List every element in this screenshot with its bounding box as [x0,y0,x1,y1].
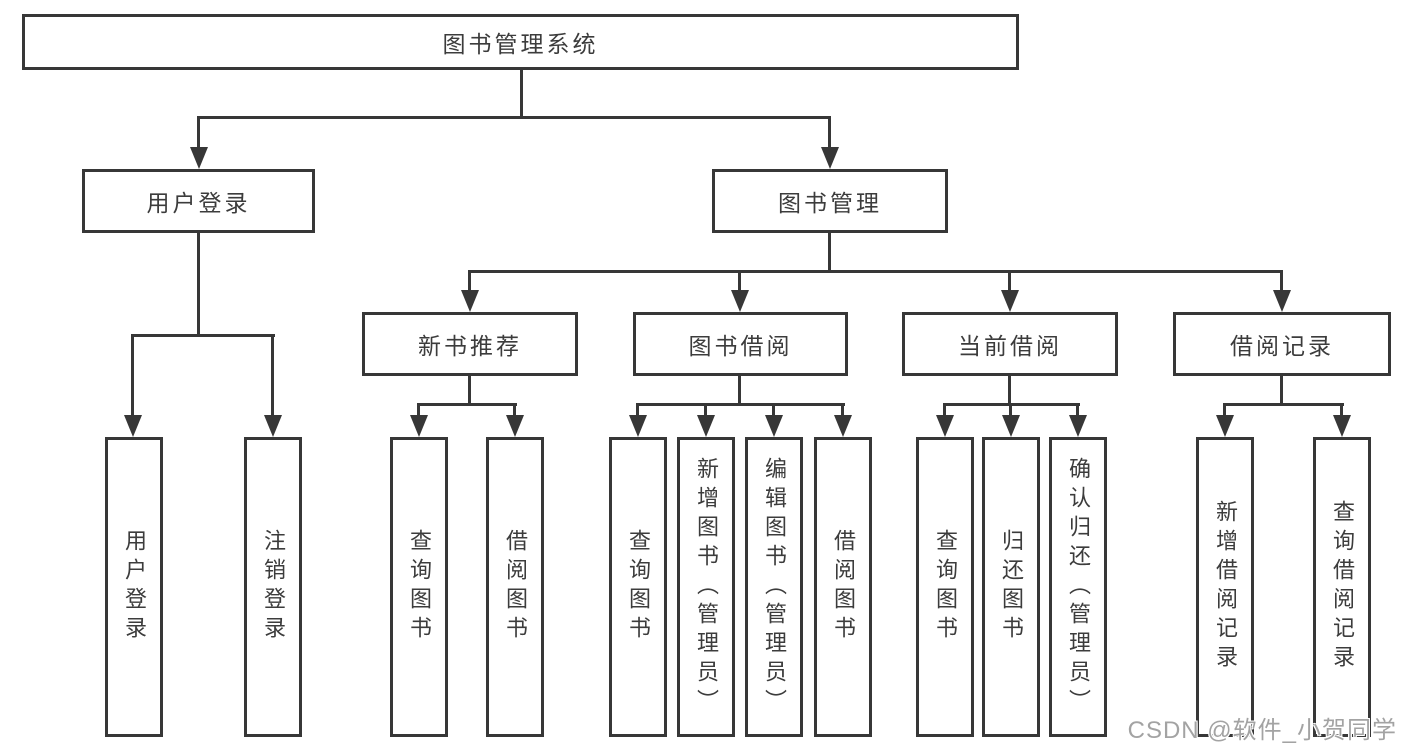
node-book-management: 图书管理 [712,169,948,233]
leaf-user-login: 用户登录 [105,437,163,737]
connector-line [1223,403,1226,415]
arrowhead [124,415,142,437]
node-new-book-recommend: 新书推荐 [362,312,578,376]
connector-line [1280,376,1283,406]
leaf-borrow-books-recommend: 借阅图书 [486,437,544,737]
leaf-confirm-return-admin: 确认归还（管理员） [1049,437,1107,737]
leaf-logout: 注销登录 [244,437,302,737]
arrowhead [697,415,715,437]
connector-line [1280,270,1283,292]
arrowhead [1069,415,1087,437]
connector-line [513,403,516,415]
node-book-borrowing: 图书借阅 [633,312,848,376]
connector-line [1009,403,1012,415]
leaf-return-books: 归还图书 [982,437,1040,737]
arrowhead [834,415,852,437]
arrowhead [765,415,783,437]
leaf-query-borrow-record: 查询借阅记录 [1313,437,1371,737]
arrowhead [1273,290,1291,312]
connector-line [271,334,274,415]
node-user-login: 用户登录 [82,169,315,233]
connector-line [841,403,844,415]
leaf-add-borrow-record: 新增借阅记录 [1196,437,1254,737]
connector-line [520,68,523,119]
connector-line [636,403,845,406]
connector-line [197,116,831,119]
arrowhead [190,147,208,169]
connector-line [704,403,707,415]
leaf-query-books-borrowing: 查询图书 [609,437,667,737]
node-current-borrowing: 当前借阅 [902,312,1118,376]
arrowhead [629,415,647,437]
arrowhead [821,147,839,169]
arrowhead [1333,415,1351,437]
leaf-query-books-recommend: 查询图书 [390,437,448,737]
connector-line [828,116,831,149]
leaf-add-book-admin: 新增图书（管理员） [677,437,735,737]
connector-line [468,376,471,406]
leaf-query-books-current: 查询图书 [916,437,974,737]
connector-line [468,270,1283,273]
connector-line [1340,403,1343,415]
connector-line [772,403,775,415]
connector-line [197,116,200,149]
connector-line [417,403,420,415]
connector-line [636,403,639,415]
connector-line [1076,403,1079,415]
node-borrowing-records: 借阅记录 [1173,312,1391,376]
connector-line [1008,376,1011,406]
connector-line [828,233,831,273]
arrowhead [1216,415,1234,437]
csdn-watermark: CSDN @软件_小贺同学 [1127,717,1397,744]
arrowhead [1001,290,1019,312]
node-library-system: 图书管理系统 [22,14,1019,70]
leaf-edit-book-admin: 编辑图书（管理员） [745,437,803,737]
connector-line [943,403,946,415]
leaf-borrow-books-borrowing: 借阅图书 [814,437,872,737]
connector-line [131,334,134,415]
connector-line [738,376,741,406]
connector-line [1008,270,1011,292]
connector-line [1223,403,1344,406]
connector-line [197,233,200,337]
connector-line [131,334,275,337]
arrowhead [936,415,954,437]
arrowhead [731,290,749,312]
arrowhead [506,415,524,437]
connector-line [738,270,741,292]
connector-line [468,270,471,292]
arrowhead [1002,415,1020,437]
arrowhead [461,290,479,312]
arrowhead [264,415,282,437]
arrowhead [410,415,428,437]
connector-line [417,403,517,406]
